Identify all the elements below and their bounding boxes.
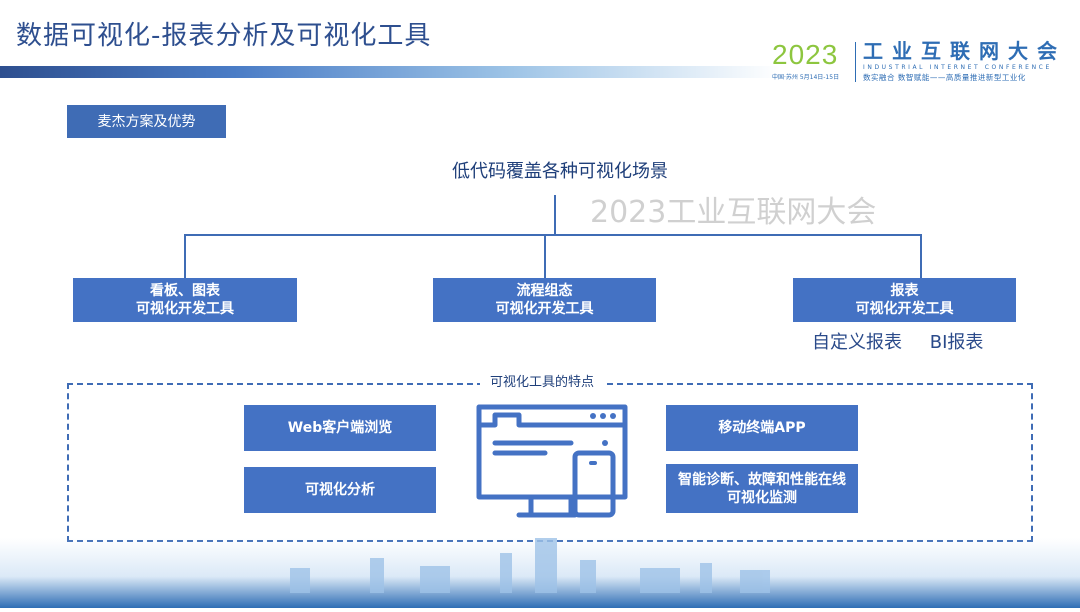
feature-web-client: Web客户端浏览 [244, 405, 436, 451]
feature-visual-analysis: 可视化分析 [244, 467, 436, 513]
title-underline-bar [0, 66, 780, 78]
report-type-bi: BI报表 [929, 332, 984, 353]
conference-logo: 2023 中国·苏州 5月14日-15日 工业互联网大会 INDUSTRIAL … [770, 40, 1070, 84]
city-skyline-footer [0, 538, 1080, 608]
branch-dashboard-chart-tool: 看板、图表 可视化开发工具 [73, 278, 297, 322]
branch-line2: 可视化开发工具 [855, 301, 954, 317]
logo-year: 2023 [772, 39, 839, 70]
report-types: 自定义报表 BI报表 [812, 331, 1005, 355]
branch-line1: 看板、图表 [150, 283, 220, 299]
branch-report-tool: 报表 可视化开发工具 [793, 278, 1016, 322]
skyline-icon [290, 538, 770, 593]
features-label: 可视化工具的特点 [480, 374, 605, 392]
branch-line1: 流程组态 [516, 283, 573, 299]
logo-slogan: 数实融合 数智赋能——高质量推进新型工业化 [863, 73, 1026, 82]
connector-line [184, 234, 922, 236]
tree-root-heading: 低代码覆盖各种可视化场景 [452, 161, 668, 182]
logo-name-en: INDUSTRIAL INTERNET CONFERENCE [863, 64, 1052, 71]
logo-name-cn: 工业互联网大会 [863, 39, 1066, 63]
branch-line2: 可视化开发工具 [136, 301, 234, 317]
report-type-custom: 自定义报表 [812, 332, 902, 353]
feature-monitoring: 智能诊断、故障和性能在线可视化监测 [666, 464, 858, 513]
connector-line [920, 234, 922, 278]
page-title: 数据可视化-报表分析及可视化工具 [16, 21, 432, 51]
logo-location-date: 中国·苏州 5月14日-15日 [772, 74, 840, 81]
section-tag: 麦杰方案及优势 [67, 105, 226, 138]
connector-line [184, 234, 186, 278]
branch-process-config-tool: 流程组态 可视化开发工具 [433, 278, 656, 322]
connector-line [544, 234, 546, 278]
feature-mobile-app: 移动终端APP [666, 405, 858, 451]
connector-line [554, 195, 556, 236]
logo-divider [855, 42, 856, 82]
monitor-mobile-icon [476, 404, 628, 518]
branch-line2: 可视化开发工具 [495, 301, 594, 317]
branch-line1: 报表 [890, 283, 919, 299]
watermark: 2023工业互联网大会 [590, 195, 877, 230]
